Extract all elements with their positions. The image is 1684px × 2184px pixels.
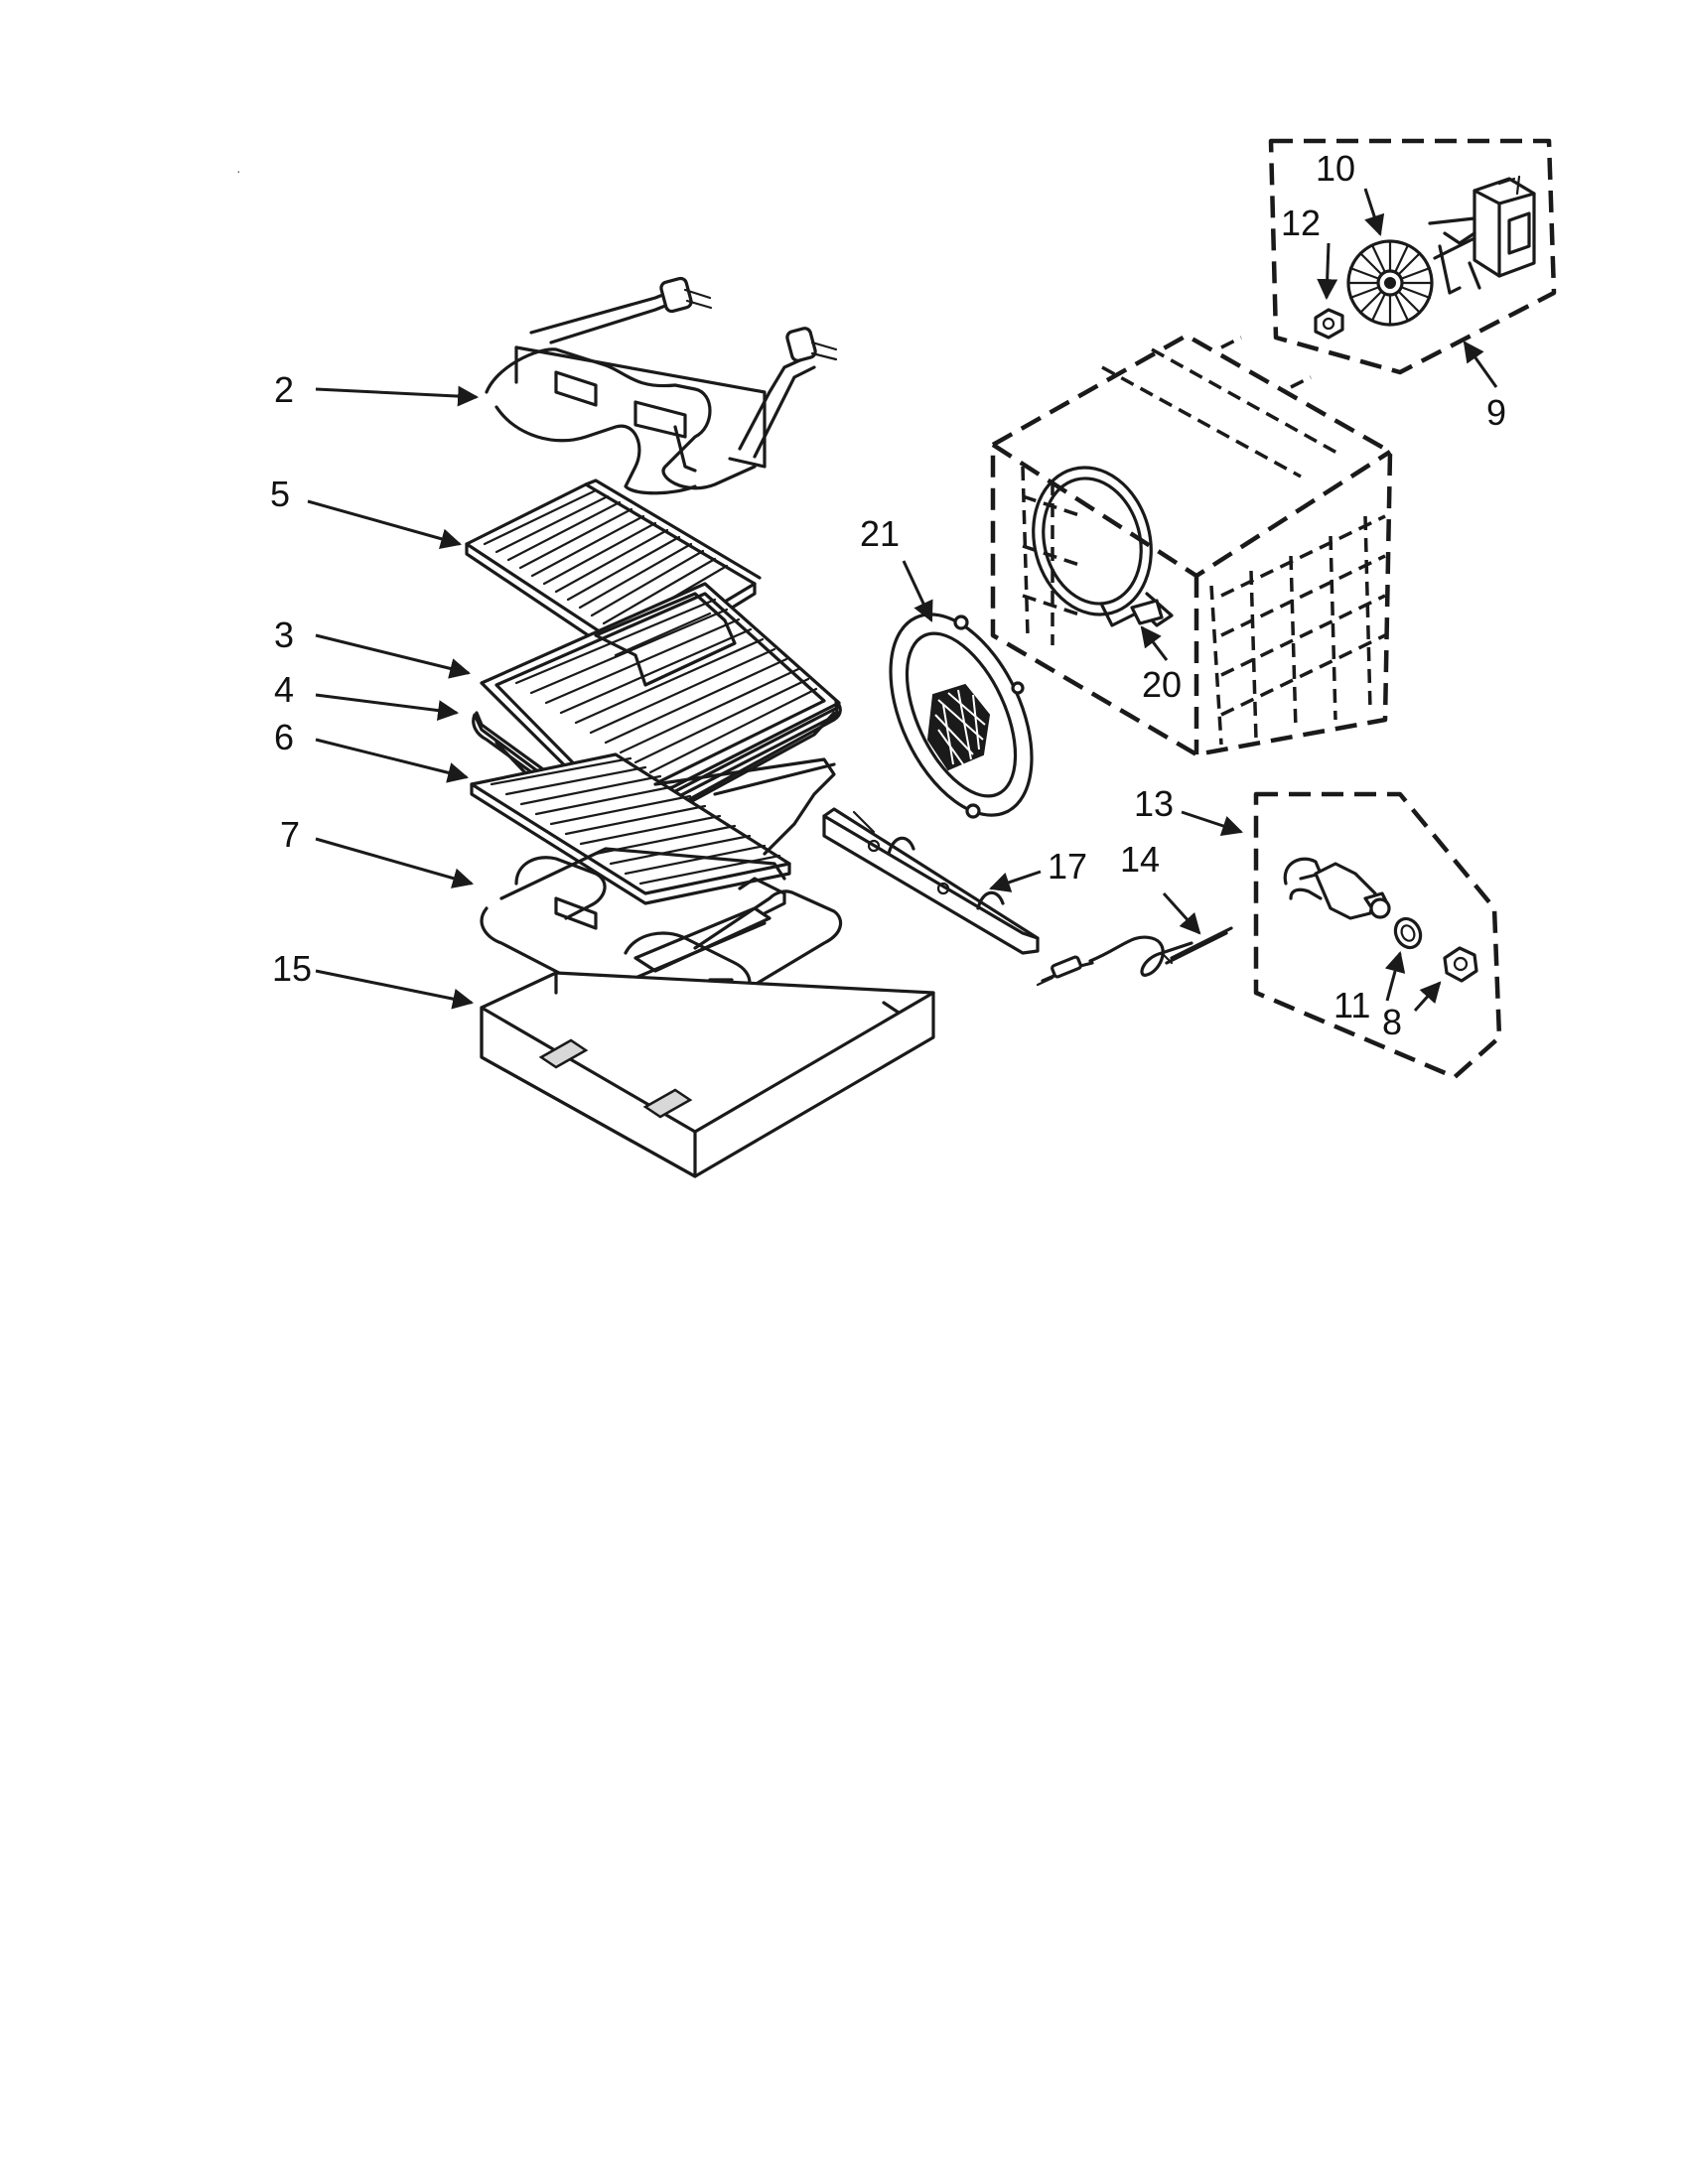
fan-motor-assembly	[1268, 138, 1557, 375]
callout-7: 7	[280, 814, 300, 855]
callout-14: 14	[1120, 839, 1160, 880]
callout-3: 3	[274, 614, 294, 655]
callout-11: 11	[1333, 985, 1370, 1025]
callout-21: 21	[860, 513, 900, 554]
callout-10: 10	[1316, 148, 1355, 189]
convection-fan-cover	[889, 613, 1034, 819]
callout-15: 15	[272, 948, 312, 989]
oven-rack-upper	[480, 582, 841, 818]
broil-element	[485, 276, 838, 495]
callout-20: 20	[1142, 664, 1182, 705]
callout-labels: 2 3 4 5 6 7 8 9 10 11 12 13 14 15 17 20 …	[270, 148, 1506, 1042]
callout-13: 13	[1134, 783, 1174, 824]
callout-17: 17	[1048, 846, 1087, 887]
stray-dot: ·	[236, 163, 241, 179]
probe-jack-assembly	[1253, 791, 1502, 1080]
callout-8: 8	[1382, 1002, 1402, 1042]
callout-2: 2	[274, 369, 294, 410]
leader-lines	[307, 188, 1498, 1012]
callout-6: 6	[274, 717, 294, 757]
temperature-sensor	[1036, 926, 1233, 987]
callout-12: 12	[1281, 203, 1321, 243]
callout-4: 4	[274, 669, 294, 710]
oven-liner	[990, 333, 1393, 757]
oven-rack-lower	[470, 752, 836, 905]
callout-9: 9	[1486, 392, 1506, 433]
bottom-tray	[480, 971, 935, 1178]
bracket	[822, 807, 1040, 955]
callout-5: 5	[270, 474, 290, 514]
